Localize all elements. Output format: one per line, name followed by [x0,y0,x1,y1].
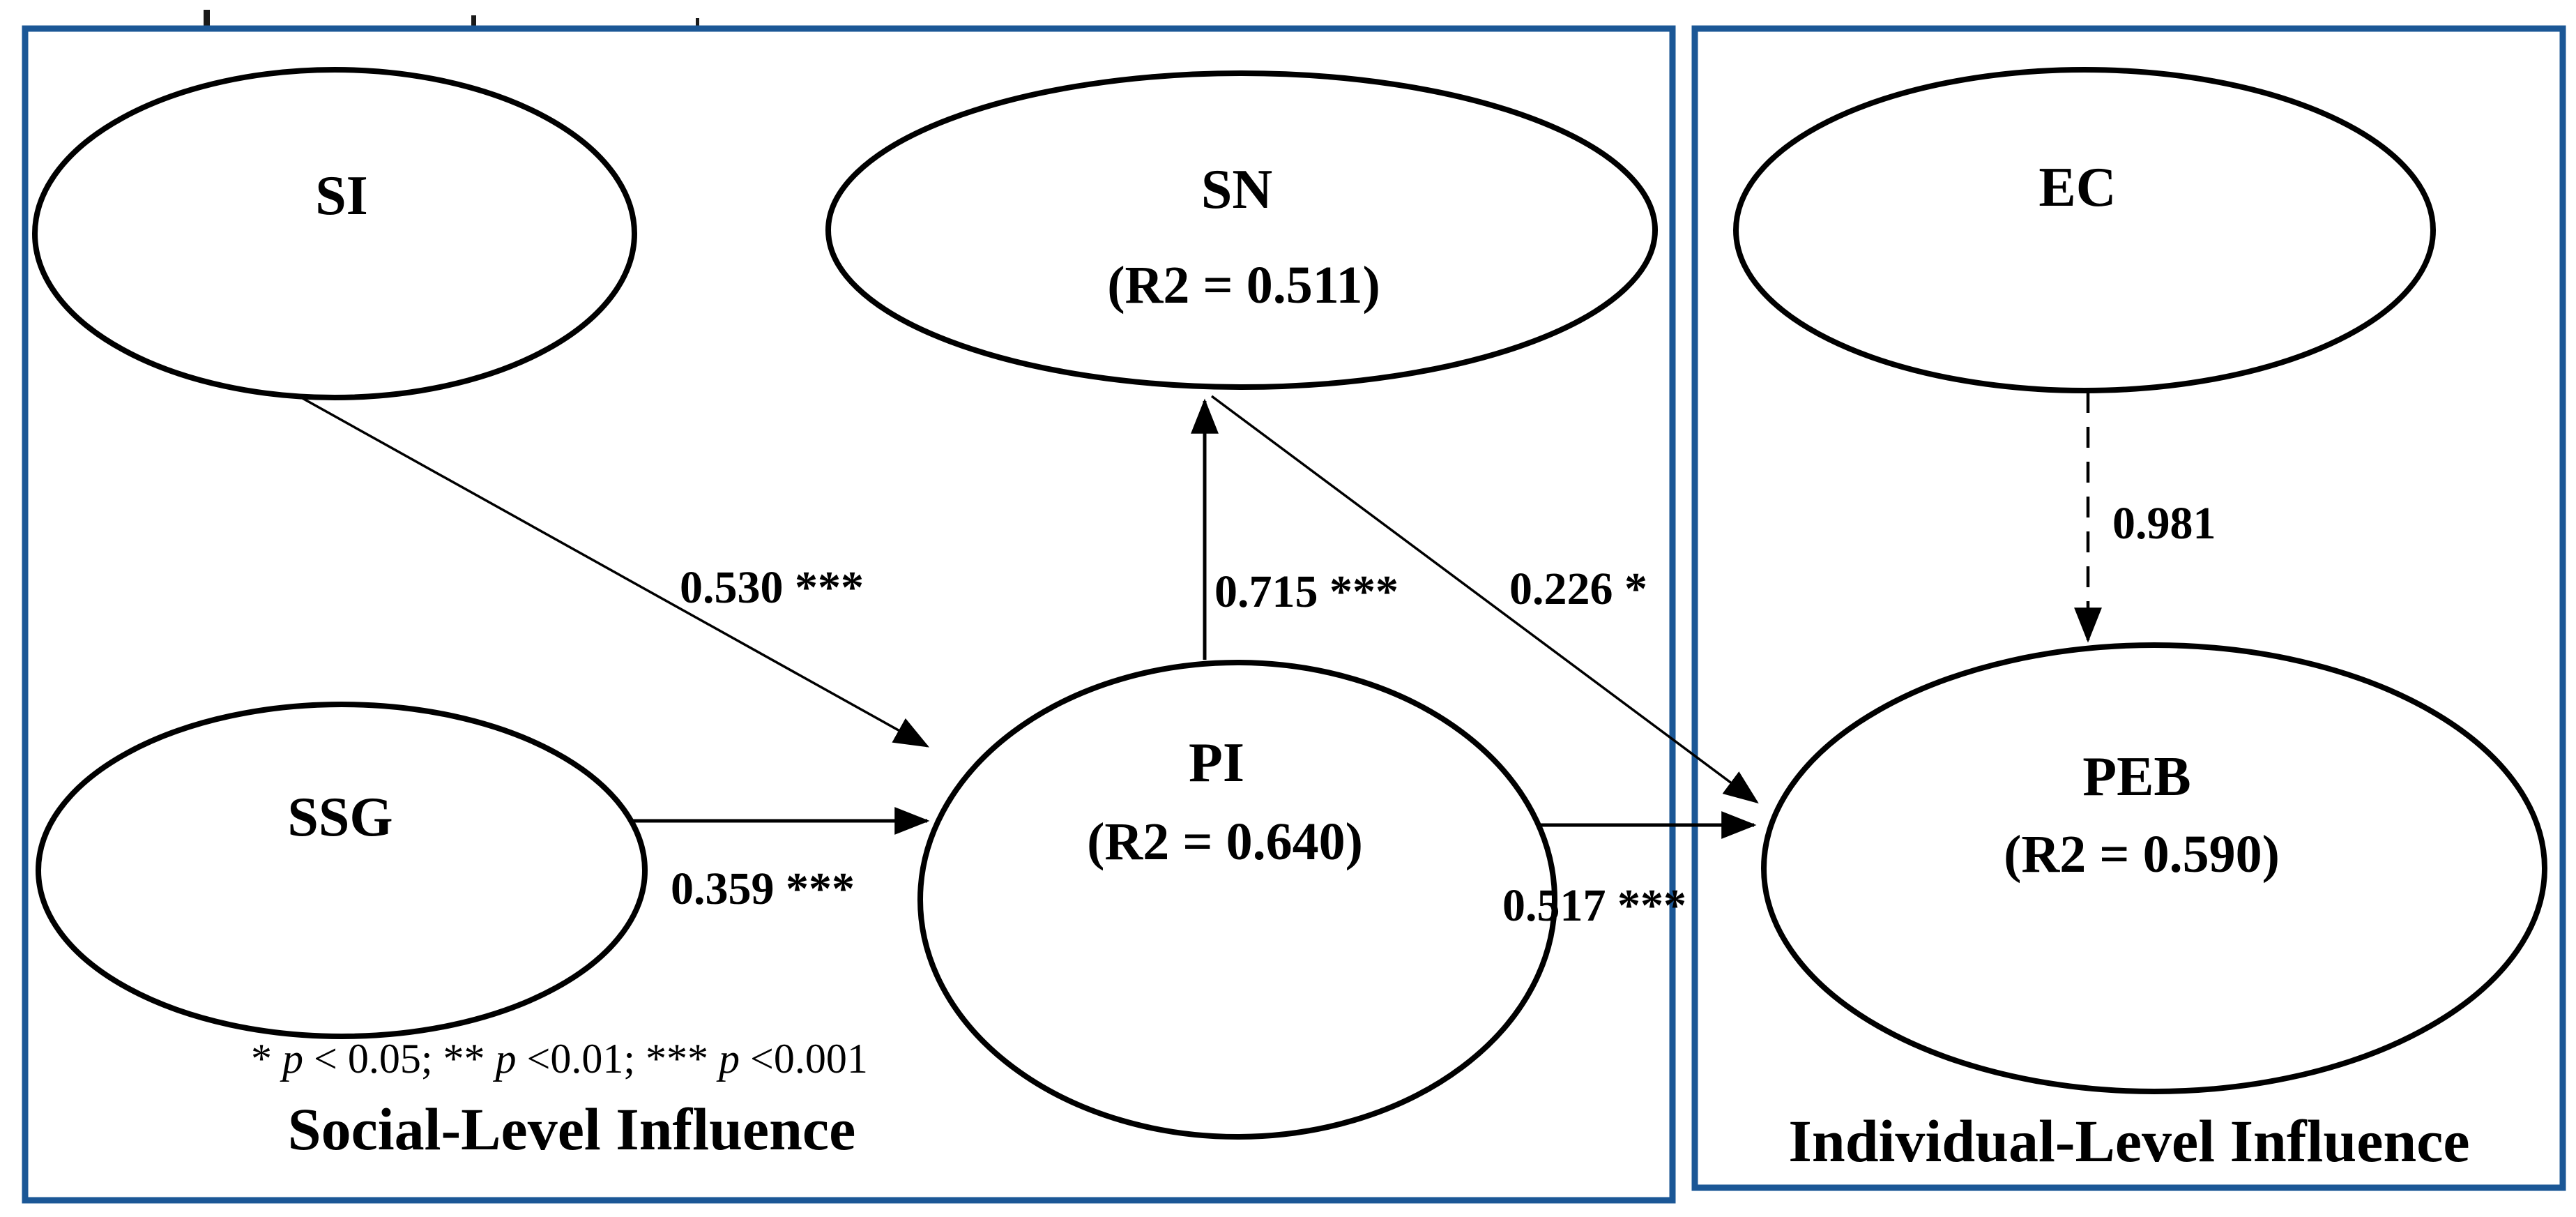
coef-pi-to-sn: 0.715 *** [1214,566,1398,617]
node-peb-ellipse [1761,642,2547,1094]
box-title-social: Social-Level Influence [288,1096,856,1163]
node-pi-ellipse [917,660,1557,1140]
box-title-individual: Individual-Level Influence [1788,1108,2469,1174]
significance-footnote: * p < 0.05; ** p <0.01; *** p <0.001 [251,1036,868,1082]
path-si-to-pi-line [300,396,930,748]
cropped-text-remnant-mark [471,15,476,27]
node-ssg-ellipse [36,702,648,1039]
node-peb-r2: (R2 = 0.590) [2004,825,2280,884]
node-peb-label: PEB [2082,746,2191,808]
footnote-p-italic: p [493,1036,517,1082]
node-pi-r2: (R2 = 0.640) [1087,812,1363,871]
individual-influence-box [1691,25,2566,1191]
coef-pi-to-peb: 0.517 *** [1502,880,1686,931]
footnote-p-italic: p [716,1036,740,1082]
node-ec-label: EC [2038,157,2116,218]
node-sn-r2: (R2 = 0.511) [1107,256,1380,315]
path-sn-to-peb-line [1210,395,1759,804]
footnote-p-italic: p [280,1036,303,1082]
footnote-segment: < 0.05; ** [303,1036,496,1082]
node-si-ellipse [32,67,637,400]
coef-sn-to-peb: 0.226 * [1509,564,1647,614]
coef-si-to-pi: 0.530 *** [680,562,864,613]
footnote-segment: <0.01; *** [517,1036,719,1082]
node-ssg-label: SSG [287,787,393,848]
node-pi-label: PI [1189,732,1244,794]
footnote-segment: <0.001 [740,1036,868,1082]
footnote-segment: * [251,1036,282,1082]
cropped-text-remnant-mark [696,18,699,27]
coef-ec-to-peb: 0.981 [2112,498,2216,549]
node-sn-ellipse [825,70,1658,390]
coef-ssg-to-pi: 0.359 *** [671,863,855,914]
cropped-text-remnant-mark [204,10,210,28]
node-sn-label: SN [1201,159,1272,220]
node-ec-ellipse [1733,67,2436,393]
social-influence-box [22,25,1676,1204]
node-si-label: SI [315,165,368,227]
